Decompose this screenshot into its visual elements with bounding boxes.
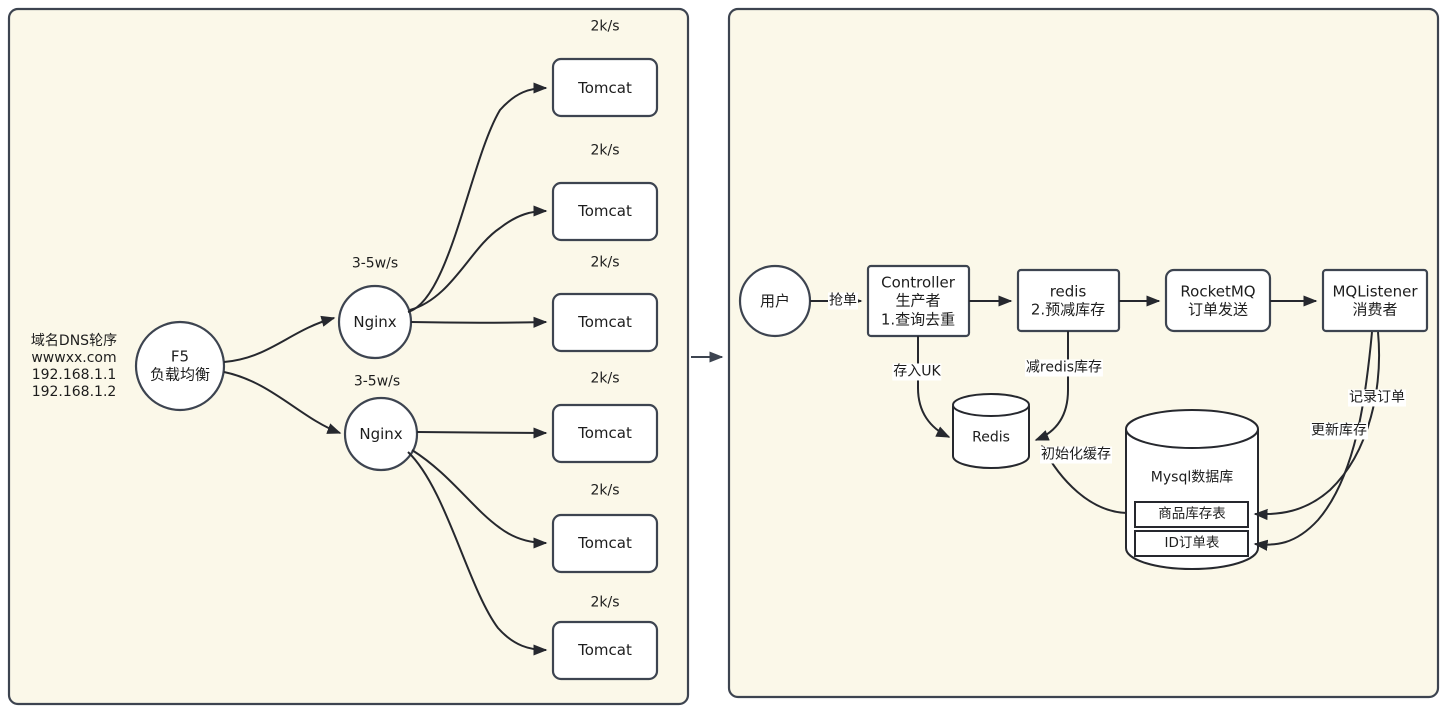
controller-node[interactable] [866,264,971,338]
mqlistener-node[interactable] [1321,268,1429,333]
edge-nginx2-to-tomcat6 [407,451,548,656]
tomcat-node-4[interactable] [551,403,659,464]
edge-mqlistener-to-order-table [1253,331,1373,551]
f5-node[interactable] [134,320,226,412]
edge-redis-step-to-redis-store [1034,331,1069,441]
redis-store-cylinder-top [952,393,1030,417]
tomcat-node-3[interactable] [551,292,659,353]
edge-nginx2-to-tomcat5 [411,449,548,549]
edge-f5-to-nginx-2 [223,371,342,434]
left-panel-frame [7,7,690,706]
edge-nginx2-to-tomcat4 [416,427,548,439]
redis-step-node[interactable] [1016,268,1121,333]
nginx-node-1[interactable] [337,284,413,360]
mysql-cylinder-top [1125,409,1259,449]
mysql-table-stock[interactable] [1134,501,1249,528]
tomcat-node-1[interactable] [551,57,659,118]
user-node[interactable] [738,264,812,338]
edge-mqlistener-to-stock-table [1253,331,1381,521]
redis-store-cylinder[interactable] [952,406,1030,470]
tomcat-node-2[interactable] [551,181,659,242]
edge-nginx1-to-tomcat2 [409,205,548,311]
mysql-table-order[interactable] [1134,530,1249,557]
edge-f5-to-nginx-1 [223,315,336,363]
tomcat-node-5[interactable] [551,513,659,574]
edge-nginx1-to-tomcat3 [410,316,548,328]
edge-controller-to-redis-store [917,336,951,438]
right-panel-frame [727,7,1440,699]
rocketmq-node[interactable] [1164,268,1272,333]
nginx-node-2[interactable] [343,396,419,472]
tomcat-node-6[interactable] [551,620,659,681]
edge-nginx1-to-tomcat1 [407,82,548,313]
